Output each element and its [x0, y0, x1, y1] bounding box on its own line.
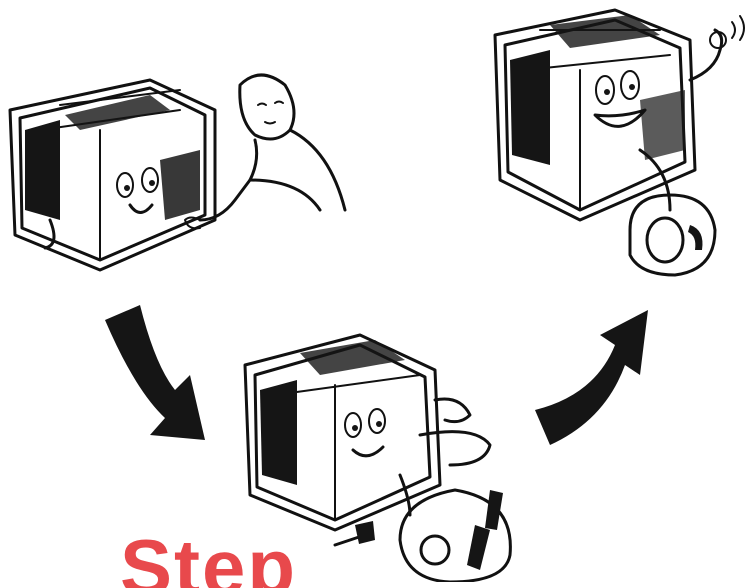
curved-arrow-down-icon — [95, 300, 215, 450]
step-caption: Step — [120, 528, 620, 588]
generator-with-man-icon — [0, 70, 360, 280]
generator-smiling-icon — [480, 0, 755, 290]
curved-arrow-up-icon — [530, 300, 660, 450]
